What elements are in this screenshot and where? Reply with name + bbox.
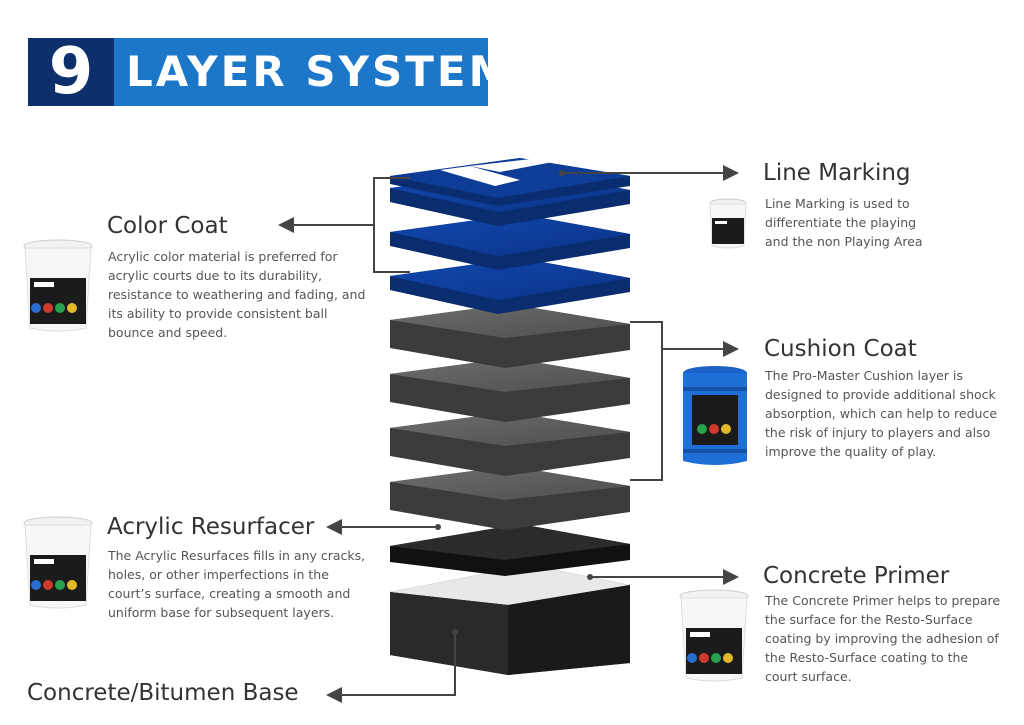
line-marking-description: Line Marking is used to differentiate th…	[765, 196, 923, 249]
cushion-layer-1	[390, 304, 630, 368]
acrylic-resurfacer-heading: Acrylic Resurfacer	[107, 514, 315, 540]
concrete-primer-bucket-image	[678, 588, 750, 684]
cushion-layer-2	[390, 358, 630, 422]
acrylic-resurfacer-description: The Acrylic Resurfaces fills in any crac…	[108, 548, 366, 620]
cushion-coat-drum-image	[680, 365, 750, 469]
color-coat-bucket-image	[22, 238, 94, 334]
concrete-primer-heading: Concrete Primer	[763, 563, 950, 589]
color-coat-layer-2	[390, 214, 630, 270]
base-heading: Concrete/Bitumen Base	[27, 680, 299, 706]
line-marking-bucket-image	[708, 198, 748, 250]
line-marking-layer	[390, 158, 630, 206]
banner-title: LAYER SYSTEM	[126, 47, 514, 96]
cushion-coat-description: The Pro-Master Cushion layer is designed…	[765, 368, 998, 459]
color-coat-heading: Color Coat	[107, 213, 228, 239]
concrete-primer-description: The Concrete Primer helps to prepare the…	[765, 593, 1001, 684]
resurfacer-layer	[390, 524, 630, 576]
color-coat-description: Acrylic color material is preferred for …	[108, 249, 366, 340]
cushion-layer-4	[390, 466, 630, 530]
resurfacer-bucket-image	[22, 515, 94, 611]
line-marking-heading: Line Marking	[763, 160, 911, 186]
title-banner: 9 LAYER SYSTEM	[28, 38, 510, 106]
cushion-coat-heading: Cushion Coat	[764, 336, 917, 362]
layer-count: 9	[28, 38, 114, 106]
color-coat-layer-3	[390, 258, 630, 314]
cushion-layer-3	[390, 412, 630, 476]
base-block	[390, 565, 630, 675]
